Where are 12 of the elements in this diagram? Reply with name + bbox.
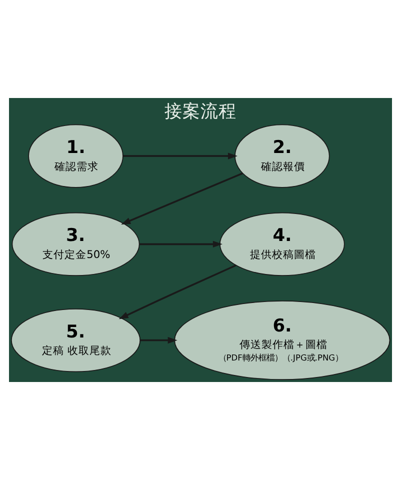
arrow xyxy=(138,240,222,248)
arrow xyxy=(120,172,242,224)
node-ellipse: 1. 確認需求 xyxy=(28,124,123,188)
node-ellipse: 5. 定稿 收取尾款 xyxy=(10,308,140,372)
diagram-title: 接案流程 xyxy=(164,102,236,122)
arrow xyxy=(118,264,236,320)
arrow xyxy=(122,152,237,160)
arrow xyxy=(140,336,177,344)
node-ellipse: 2. 確認報價 xyxy=(234,124,330,188)
node-ellipse: 3. 支付定金50% xyxy=(11,212,140,276)
node-ellipse: 6. 傳送製作檔＋圖檔 （PDF轉外框檔）（.JPG或.PNG） xyxy=(174,300,390,380)
node-ellipse: 4. 提供校稿圖檔 xyxy=(219,212,344,276)
